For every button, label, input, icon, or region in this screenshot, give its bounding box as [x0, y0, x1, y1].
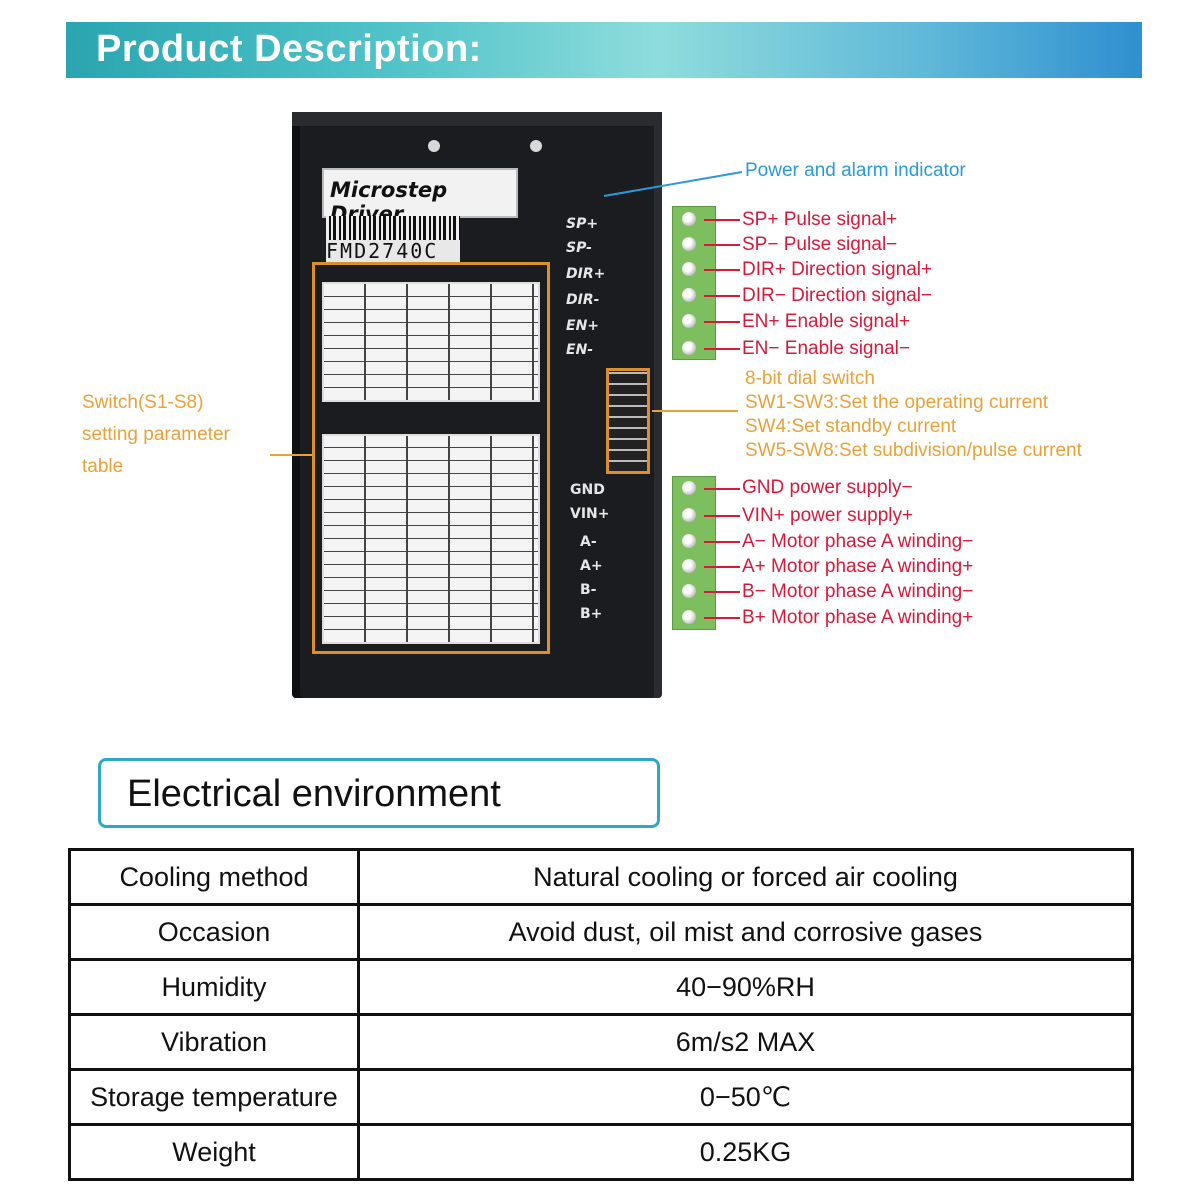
terminal-symbol: SP-: [566, 240, 592, 256]
power-terminal-block: [672, 476, 716, 630]
switch-table-annotation: table: [82, 456, 124, 477]
current-table-graphic: [322, 282, 540, 402]
table-row: Cooling method Natural cooling or forced…: [68, 848, 1134, 906]
leader-line: [704, 321, 740, 323]
signal-annotation: SP+ Pulse signal+: [742, 209, 898, 230]
row-value: Natural cooling or forced air cooling: [357, 848, 1134, 906]
row-key: Weight: [68, 1123, 360, 1181]
terminal-symbol: EN+: [566, 318, 600, 334]
terminal-screw-icon: [682, 481, 696, 495]
row-value: 40−90%RH: [357, 958, 1134, 1016]
table-row: Storage temperature 0−50℃: [68, 1068, 1134, 1126]
parameter-table-outline: [312, 262, 550, 654]
terminal-screw-icon: [682, 288, 696, 302]
dial-annotation: 8-bit dial switch: [745, 368, 875, 389]
header-banner: Product Description:: [66, 22, 1142, 78]
terminal-screw-icon: [682, 508, 696, 522]
terminal-symbol: DIR-: [566, 292, 600, 308]
pulse-table-graphic: [322, 434, 540, 644]
terminal-screw-icon: [682, 212, 696, 226]
terminal-screw-icon: [682, 584, 696, 598]
leader-line: [704, 269, 740, 271]
power-indicator-annotation: Power and alarm indicator: [745, 160, 966, 181]
leader-line: [704, 591, 740, 593]
leader-line: [704, 219, 740, 221]
dial-annotation: SW1-SW3:Set the operating current: [745, 392, 1049, 413]
signal-annotation: EN+ Enable signal+: [742, 311, 910, 332]
page-title: Product Description:: [96, 28, 482, 70]
terminal-symbol: A-: [580, 534, 597, 550]
row-key: Vibration: [68, 1013, 360, 1071]
row-value: 0−50℃: [357, 1068, 1134, 1126]
terminal-screw-icon: [682, 534, 696, 548]
terminal-screw-icon: [682, 314, 696, 328]
screw-icon: [428, 140, 440, 152]
section-heading: Electrical environment: [127, 773, 501, 815]
leader-line: [704, 488, 740, 490]
row-value: Avoid dust, oil mist and corrosive gases: [357, 903, 1134, 961]
terminal-symbol: GND: [570, 482, 605, 498]
terminal-symbol: SP+: [566, 216, 599, 232]
terminal-symbol: A+: [580, 558, 603, 574]
leader-line: [704, 295, 740, 297]
signal-annotation: SP− Pulse signal−: [742, 234, 898, 255]
row-value: 0.25KG: [357, 1123, 1134, 1181]
table-row: Occasion Avoid dust, oil mist and corros…: [68, 903, 1134, 961]
table-row: Humidity 40−90%RH: [68, 958, 1134, 1016]
power-annotation: A+ Motor phase A winding+: [742, 556, 974, 577]
leader-line: [704, 541, 740, 543]
terminal-symbol: EN-: [566, 342, 594, 358]
signal-terminal-block: [672, 206, 716, 360]
power-annotation: GND power supply−: [742, 477, 913, 498]
dial-annotation: SW5-SW8:Set subdivision/pulse current: [745, 440, 1082, 461]
table-row: Weight 0.25KG: [68, 1123, 1134, 1181]
device-label: Microstep Driver: [322, 168, 518, 226]
table-row: Vibration 6m/s2 MAX: [68, 1013, 1134, 1071]
switch-leader-line: [270, 454, 312, 456]
row-key: Occasion: [68, 903, 360, 961]
device-top-edge: [292, 112, 662, 126]
leader-line: [704, 244, 740, 246]
row-key: Cooling method: [68, 848, 360, 906]
row-key: Storage temperature: [68, 1068, 360, 1126]
dip-switch-icon: [606, 368, 650, 474]
dial-annotation: SW4:Set standby current: [745, 416, 957, 437]
row-value: 6m/s2 MAX: [357, 1013, 1134, 1071]
indicator-leader-line: [603, 171, 743, 197]
signal-annotation: DIR− Direction signal−: [742, 285, 933, 306]
terminal-symbol: VIN+: [570, 506, 610, 522]
power-annotation: B− Motor phase A winding−: [742, 581, 974, 602]
terminal-symbol: B-: [580, 582, 597, 598]
dial-leader-line: [652, 410, 738, 412]
leader-line: [704, 566, 740, 568]
leader-line: [704, 617, 740, 619]
switch-table-annotation: Switch(S1-S8): [82, 392, 204, 413]
device-model: FMD2740C: [326, 240, 460, 262]
terminal-symbol: DIR+: [566, 266, 606, 282]
leader-line: [704, 348, 740, 350]
terminal-symbol: B+: [580, 606, 603, 622]
screw-icon: [530, 140, 542, 152]
terminal-screw-icon: [682, 610, 696, 624]
leader-line: [704, 515, 740, 517]
section-heading-box: Electrical environment: [98, 758, 660, 828]
switch-table-annotation: setting parameter: [82, 424, 230, 445]
environment-table: Cooling method Natural cooling or forced…: [68, 848, 1134, 1181]
signal-annotation: DIR+ Direction signal+: [742, 259, 933, 280]
row-key: Humidity: [68, 958, 360, 1016]
terminal-screw-icon: [682, 237, 696, 251]
terminal-screw-icon: [682, 559, 696, 573]
power-annotation: A− Motor phase A winding−: [742, 531, 974, 552]
power-annotation: B+ Motor phase A winding+: [742, 607, 974, 628]
power-annotation: VIN+ power supply+: [742, 505, 914, 526]
barcode-icon: FMD2740C: [326, 216, 460, 262]
signal-annotation: EN− Enable signal−: [742, 338, 910, 359]
terminal-screw-icon: [682, 262, 696, 276]
terminal-screw-icon: [682, 341, 696, 355]
